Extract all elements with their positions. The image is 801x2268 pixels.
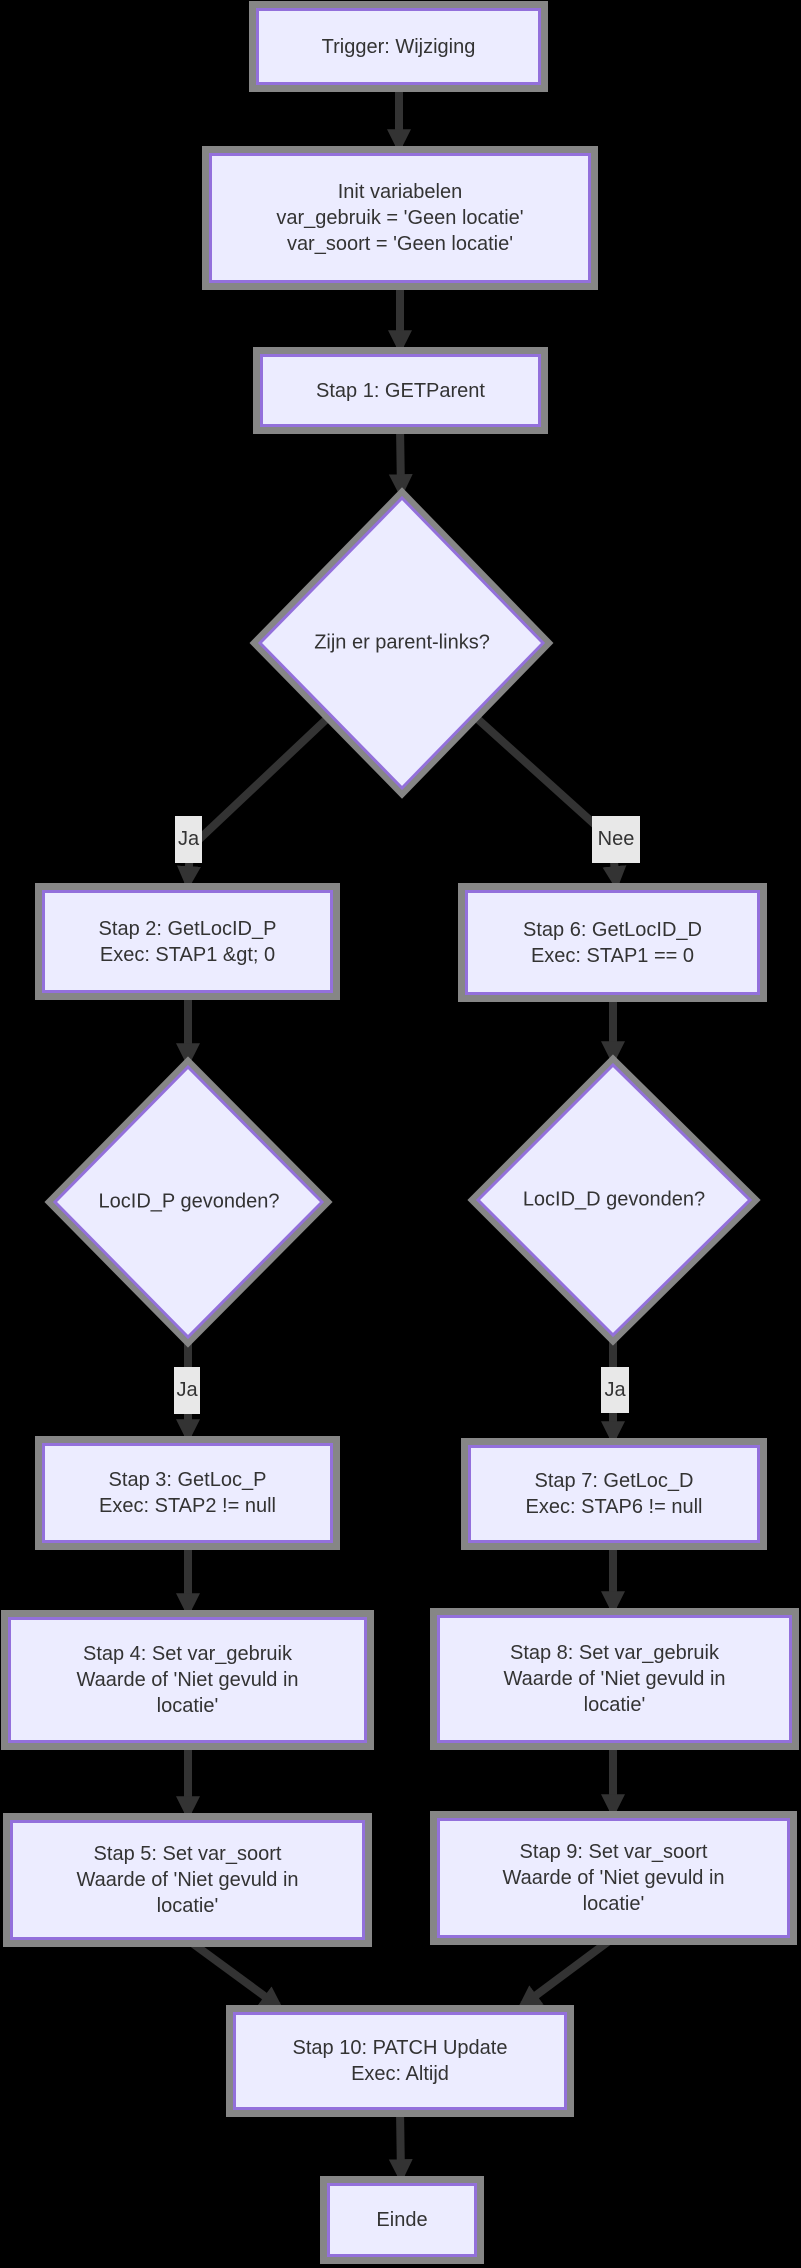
node-decision-p-label: LocID_P gevonden?	[98, 1190, 280, 1213]
node-stap3: Stap 3: GetLoc_P Exec: STAP2 != null	[42, 1443, 333, 1543]
edge-stap10-einde	[388, 2109, 413, 2184]
node-decision-d-label: LocID_D gevonden?	[522, 1188, 706, 1211]
node-stap8: Stap 8: Set var_gebruik Waarde of 'Niet …	[437, 1615, 792, 1743]
node-init: Init variabelen var_gebruik = 'Geen loca…	[209, 153, 591, 283]
edge-label-ja-2: Ja	[174, 1367, 200, 1414]
edge-stap9-stap10	[517, 1934, 616, 2010]
edge-label-nee-1: Nee	[592, 816, 640, 863]
node-stap1: Stap 1: GETParent	[260, 354, 541, 427]
node-decision-parent-label: Zijn er parent-links?	[314, 631, 490, 654]
node-trigger: Trigger: Wijziging	[256, 8, 541, 85]
edge-label-ja-1: Ja	[175, 816, 202, 863]
edge-decision-stap2-ja	[176, 710, 336, 891]
node-stap4: Stap 4: Set var_gebruik Waarde of 'Niet …	[8, 1617, 367, 1743]
node-stap9: Stap 9: Set var_soort Waarde of 'Niet ge…	[437, 1818, 790, 1938]
edge-stap1-decision	[388, 426, 413, 499]
node-stap2: Stap 2: GetLocID_P Exec: STAP1 &gt; 0	[42, 890, 333, 993]
edge-label-ja-3: Ja	[601, 1367, 629, 1413]
node-einde: Einde	[327, 2183, 477, 2257]
node-stap6: Stap 6: GetLocID_D Exec: STAP1 == 0	[465, 890, 760, 995]
diamond-decision-parent	[249, 487, 554, 799]
edge-stap5-stap10	[185, 1936, 284, 2011]
node-stap10: Stap 10: PATCH Update Exec: Altijd	[233, 2012, 567, 2110]
node-stap7: Stap 7: GetLoc_D Exec: STAP6 != null	[468, 1445, 760, 1543]
node-stap5: Stap 5: Set var_soort Waarde of 'Niet ge…	[10, 1820, 365, 1940]
diamond-decision-d	[467, 1054, 761, 1346]
diamond-decision-p	[44, 1056, 333, 1348]
